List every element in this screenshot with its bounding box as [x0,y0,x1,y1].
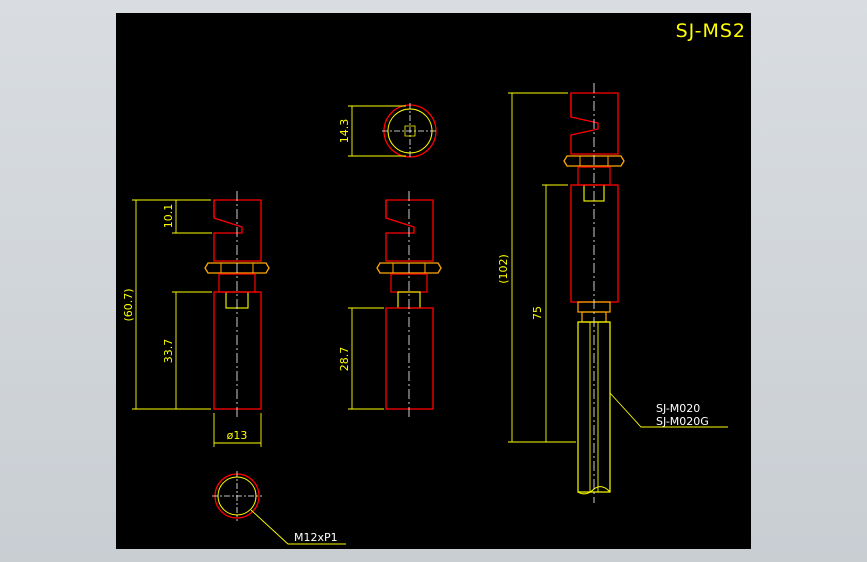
thread-callout: M12xP1 [294,531,338,544]
dim-body-middle: 28.7 [338,347,351,372]
middle-view [376,191,442,418]
left-head [213,199,262,262]
right-view [563,83,625,503]
dim-body-left: 33.7 [162,339,175,364]
middle-body [385,307,434,410]
dim-hex-flats: 14.3 [338,119,351,144]
bottom-circle-view [212,471,346,545]
drawing-title: SJ-MS2 [676,20,746,42]
dim-overall-left: (60.7) [122,288,135,321]
dim-head-height: 10.1 [162,204,175,229]
left-view [204,191,270,418]
model-callout-1: SJ-M020 [656,402,700,415]
dim-body-right: 75 [531,306,544,320]
left-hex-nut [204,262,270,274]
top-hex-view [382,103,438,159]
drawing-canvas: SJ-MS2 [122,20,746,545]
drawing-viewport[interactable]: SJ-MS2 [116,13,751,549]
model-callout-2: SJ-M020G [656,415,709,428]
left-body [213,291,262,410]
dim-diameter: ø13 [227,429,248,442]
dim-overall-right: (102) [497,254,510,284]
right-body [570,184,619,303]
left-dimensions [132,199,262,447]
